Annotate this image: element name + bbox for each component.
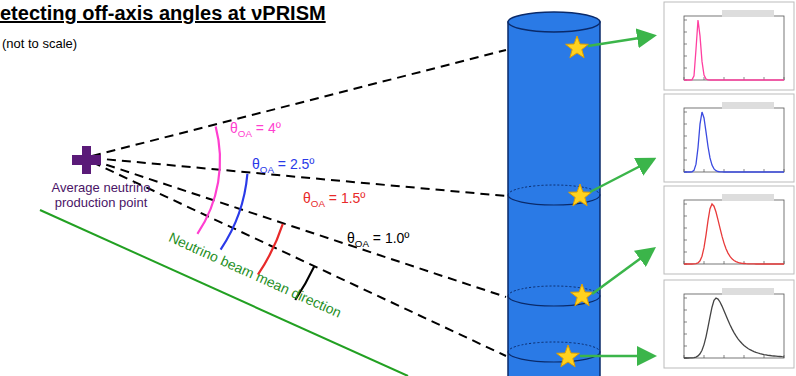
flux-arrows (580, 36, 652, 356)
point-label: Average neutrino production point (42, 180, 160, 210)
ring (508, 342, 600, 352)
angle-label: θOA = 1.0º (347, 230, 409, 249)
note: (not to scale) (2, 36, 77, 51)
stars (557, 36, 594, 367)
angle-label: θOA = 1.5º (303, 190, 365, 209)
angle-label: θOA = 4º (230, 120, 281, 139)
flux-plots (664, 2, 794, 368)
cylinder-top (508, 12, 600, 32)
title: etecting off-axis angles at νPRISM (0, 2, 326, 25)
detector-cylinder (508, 22, 600, 376)
off-axis-rays (92, 50, 506, 356)
production-point (72, 146, 101, 174)
angle-label: θOA = 2.5º (252, 156, 314, 175)
